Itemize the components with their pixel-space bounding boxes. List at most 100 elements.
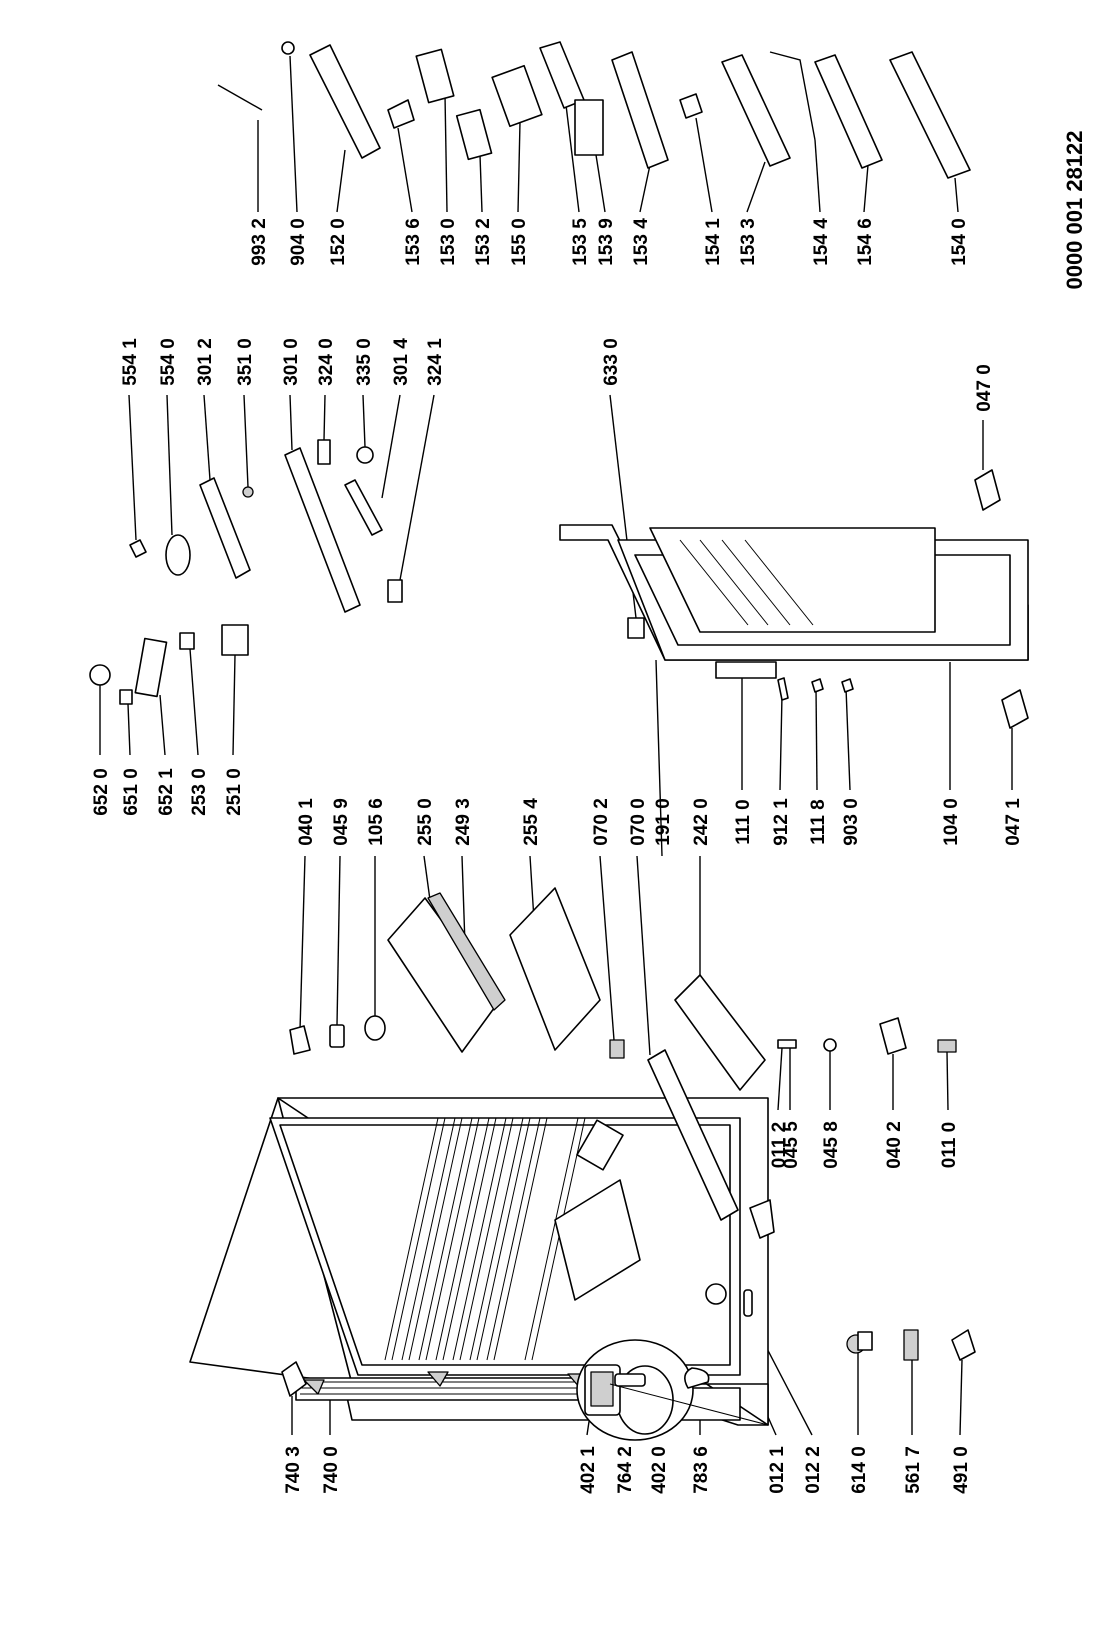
leader-lines <box>99 55 1013 1436</box>
part-label-351-0: 351 0 <box>235 338 256 386</box>
leader-line-554-1 <box>128 394 137 541</box>
part-label-011-2: 011 2 <box>769 1122 790 1169</box>
part-label-301-2: 301 2 <box>195 338 216 386</box>
leader-line-045-9 <box>336 855 341 1026</box>
leader-line-491-0 <box>959 1359 963 1436</box>
part-040-2-drawing <box>879 1017 907 1055</box>
part-153-0-drawing <box>415 48 455 104</box>
part-045-8-drawing <box>823 1038 837 1052</box>
part-253-0-drawing <box>179 632 195 650</box>
part-label-633-0: 633 0 <box>601 338 622 386</box>
part-040-1-drawing <box>289 1025 311 1055</box>
part-label-154-6: 154 6 <box>855 218 876 266</box>
part-label-402-1: 402 1 <box>578 1446 599 1494</box>
leader-line-154-1 <box>695 117 713 213</box>
part-154-1-drawing <box>679 93 703 119</box>
leader-line-301-2 <box>203 394 211 481</box>
part-label-740-3: 740 3 <box>283 1446 304 1494</box>
leader-line-011-2 <box>777 1047 783 1111</box>
part-011-0-drawing <box>937 1039 957 1053</box>
part-label-554-1: 554 1 <box>120 338 141 386</box>
leader-line-651-0 <box>127 703 131 756</box>
refrigerator-cabinet <box>189 1049 775 1441</box>
part-label-154-0: 154 0 <box>949 218 970 266</box>
leader-line-153-0 <box>444 94 448 213</box>
part-155-0-drawing <box>491 64 543 128</box>
leader-line-554-0 <box>166 394 173 536</box>
part-label-301-4: 301 4 <box>391 338 412 386</box>
leader-line-153-4 <box>639 164 651 213</box>
part-label-152-0: 152 0 <box>328 218 349 266</box>
leader-line-153-9 <box>595 154 606 213</box>
leader-line-301-0 <box>289 394 293 451</box>
part-651-0-drawing <box>119 689 133 705</box>
part-label-012-2: 012 2 <box>803 1446 824 1494</box>
part-label-012-1: 012 1 <box>767 1446 788 1494</box>
part-251-0-drawing <box>221 624 249 656</box>
part-label-242-0: 242 0 <box>691 798 712 846</box>
part-label-153-6: 153 6 <box>403 218 424 266</box>
part-label-491-0: 491 0 <box>951 1446 972 1494</box>
leader-line-652-1 <box>159 694 166 756</box>
part-label-191-0: 191 0 <box>653 798 674 846</box>
part-301-0-drawing <box>284 447 361 613</box>
part-label-324-0: 324 0 <box>316 338 337 386</box>
part-label-324-1: 324 1 <box>425 338 446 386</box>
part-764-2-drawing <box>614 1373 646 1387</box>
leader-line-351-0 <box>243 394 249 488</box>
part-label-154-1: 154 1 <box>703 218 724 266</box>
part-652-0-drawing <box>89 664 111 686</box>
part-652-1-drawing <box>134 637 168 698</box>
part-105-6-drawing <box>364 1015 386 1041</box>
leader-line-153-3 <box>746 161 766 213</box>
part-554-1-drawing <box>129 539 147 558</box>
part-301-2-drawing <box>199 477 251 579</box>
part-label-153-2: 153 2 <box>473 218 494 266</box>
part-153-5-drawing <box>539 41 585 109</box>
leader-line-255-0 <box>423 855 431 901</box>
part-label-047-1: 047 1 <box>1003 798 1024 846</box>
part-351-0-drawing <box>242 486 254 498</box>
part-242-0-drawing <box>674 974 766 1091</box>
part-label-153-4: 153 4 <box>631 218 652 266</box>
leader-line-301-4 <box>381 394 401 499</box>
part-153-3-drawing <box>721 54 791 167</box>
part-label-105-6: 105 6 <box>366 798 387 846</box>
part-554-0-drawing <box>165 534 191 576</box>
part-label-904-0: 904 0 <box>288 218 309 266</box>
leader-line-253-0 <box>189 648 199 756</box>
part-255-4-drawing <box>509 887 601 1051</box>
part-label-903-0: 903 0 <box>841 798 862 846</box>
part-label-249-3: 249 3 <box>453 798 474 846</box>
part-045-9-drawing <box>329 1024 345 1048</box>
part-label-047-0: 047 0 <box>974 364 995 412</box>
leader-line-191-0 <box>655 659 663 857</box>
part-335-0-drawing <box>356 446 374 464</box>
part-label-040-2: 040 2 <box>884 1121 905 1169</box>
part-249-3-drawing <box>427 892 506 1011</box>
part-740-3-drawing <box>281 1361 307 1397</box>
part-491-0-drawing <box>951 1329 976 1361</box>
part-label-045-8: 045 8 <box>821 1121 842 1169</box>
part-label-764-2: 764 2 <box>615 1446 636 1494</box>
part-label-070-2: 070 2 <box>591 798 612 846</box>
part-324-1-drawing <box>387 579 403 603</box>
part-label-652-0: 652 0 <box>91 768 112 816</box>
part-label-251-0: 251 0 <box>224 768 245 816</box>
leader-line-251-0 <box>232 654 236 756</box>
leader-line-324-0 <box>323 394 326 441</box>
part-012-1-drawing <box>705 1283 727 1305</box>
part-label-614-0: 614 0 <box>849 1446 870 1494</box>
part-011-2-drawing <box>777 1039 797 1049</box>
leader-line-154-0 <box>954 177 959 213</box>
leader-line-070-0 <box>636 855 651 1056</box>
part-614-0-drawing <box>846 1331 873 1354</box>
part-label-153-3: 153 3 <box>738 218 759 266</box>
part-label-040-1: 040 1 <box>296 798 317 846</box>
part-154-6-drawing <box>814 54 883 169</box>
part-label-561-7: 561 7 <box>903 1446 924 1494</box>
part-label-045-9: 045 9 <box>331 798 352 846</box>
part-label-011-0: 011 0 <box>939 1122 960 1169</box>
door-assembly <box>559 524 1029 701</box>
